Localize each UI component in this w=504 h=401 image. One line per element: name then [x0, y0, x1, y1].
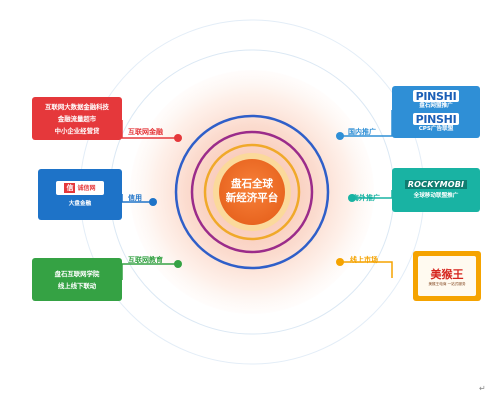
card-domestic: PINSHI 盘石网盟推广 PINSHI CPS广告联盟	[392, 86, 480, 138]
card-fintech: 互联网大数据金融科技 金融流量超市 中小企业经营贷	[32, 97, 122, 140]
ring-blue	[174, 114, 330, 270]
credit-logo: 信 诚信网	[56, 180, 104, 195]
connector-education	[121, 263, 178, 280]
dot-overseas	[348, 194, 356, 202]
center-title-line2: 新经济平台	[225, 192, 279, 204]
ring-purple	[190, 130, 314, 254]
card-education-line2: 线上线下联动	[57, 281, 97, 290]
dot-education	[174, 260, 182, 268]
card-retail: 美猴王 美猴王电商 一站式服务	[413, 251, 481, 301]
domestic-caption-2: CPS广告联盟	[418, 126, 454, 132]
label-credit: 信用	[128, 194, 142, 202]
label-overseas: 海外推广	[352, 194, 380, 202]
ring-gold	[203, 143, 301, 241]
meihouwang-subtitle: 美猴王电商 一站式服务	[428, 281, 466, 286]
pinshi-logo-2-text: PINSHI	[415, 112, 457, 126]
center-title: 盘石全球 新经济平台	[212, 177, 292, 205]
pinshi-logo-2: PINSHI	[412, 112, 460, 126]
card-credit-caption: 大盘金融	[68, 200, 92, 207]
domestic-caption-1: 盘石网盟推广	[419, 103, 453, 109]
label-retail: 线上市场	[350, 256, 378, 264]
core-disc	[219, 159, 285, 225]
credit-logo-text: 诚信网	[77, 185, 96, 192]
label-education: 互联网教育	[128, 256, 163, 264]
meihouwang-logo: 美猴王 美猴王电商 一站式服务	[418, 256, 476, 296]
dot-retail	[336, 258, 344, 266]
card-fintech-line2: 金融流量超市	[57, 114, 97, 123]
card-overseas: ROCKYMOBI 全球移动联盟推广	[392, 168, 480, 212]
domestic-brand-row-2: PINSHI CPS广告联盟	[412, 112, 460, 134]
connector-retail	[340, 261, 393, 278]
label-domestic: 国内推广	[348, 128, 376, 136]
domestic-brand-row-1: PINSHI 盘石网盟推广	[412, 89, 460, 111]
dot-credit	[149, 198, 157, 206]
overseas-caption: 全球移动联盟推广	[413, 192, 459, 199]
rockymobi-logo: ROCKYMOBI	[404, 179, 468, 189]
dot-domestic	[336, 132, 344, 140]
connector-credit	[121, 194, 153, 203]
label-fintech: 互联网金融	[128, 128, 163, 136]
card-education: 盘石互联网学院 线上线下联动	[32, 258, 122, 301]
pinshi-logo-1-text: PINSHI	[415, 89, 457, 103]
credit-logo-mark: 信	[64, 182, 76, 193]
return-mark: ↵	[479, 384, 486, 393]
card-credit: 信 诚信网 大盘金融	[38, 169, 122, 220]
card-fintech-line3: 中小企业经营贷	[54, 126, 100, 135]
pinshi-logo-1: PINSHI	[412, 89, 460, 103]
dot-fintech	[174, 134, 182, 142]
card-education-line1: 盘石互联网学院	[54, 269, 100, 278]
card-fintech-line1: 互联网大数据金融科技	[45, 102, 109, 111]
connector-fintech	[121, 120, 178, 139]
center-title-line1: 盘石全球	[231, 178, 273, 190]
meihouwang-logo-text: 美猴王	[430, 267, 464, 281]
